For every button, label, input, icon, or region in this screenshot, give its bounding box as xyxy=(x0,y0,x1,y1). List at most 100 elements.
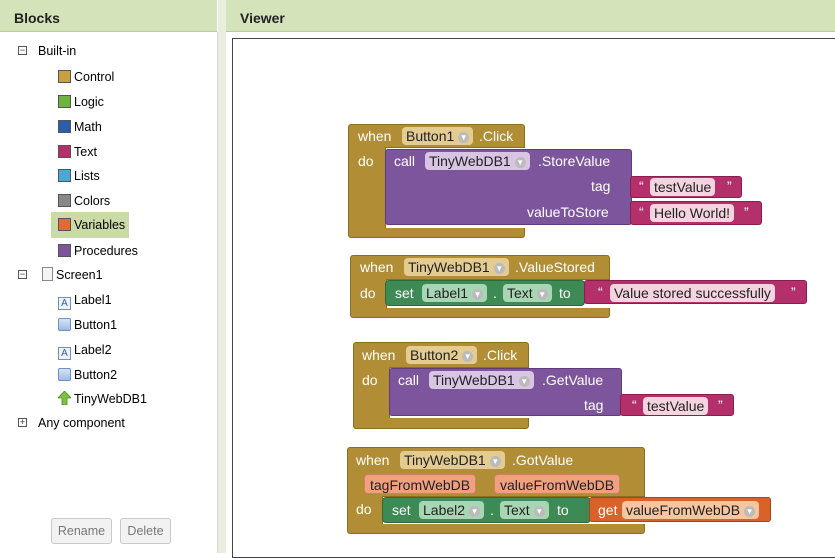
collapse-screen1-toggle[interactable]: − xyxy=(18,269,27,279)
drawer-variables[interactable]: Variables xyxy=(51,212,129,238)
component-button1[interactable]: Button1 xyxy=(58,315,117,335)
button-icon xyxy=(58,318,71,331)
property-dropdown[interactable]: Text▼ xyxy=(503,284,552,302)
text-value[interactable]: testValue xyxy=(643,397,709,415)
set-keyword: set xyxy=(395,285,414,301)
drawer-label: Math xyxy=(74,120,102,134)
when-keyword: when xyxy=(362,347,396,363)
variables-swatch-icon xyxy=(58,218,71,231)
dropdown-arrow-icon: ▼ xyxy=(489,456,501,467)
tree-item-label: Button2 xyxy=(74,368,118,382)
target-dropdown[interactable]: Label1▼ xyxy=(422,284,488,302)
text-value[interactable]: testValue xyxy=(650,178,716,196)
component-dropdown[interactable]: Button1▼ xyxy=(402,127,474,145)
set-block-label2-text[interactable] xyxy=(382,497,591,523)
event-name: .Click xyxy=(483,347,518,363)
tree-item-builtin[interactable]: Built-in xyxy=(38,44,77,58)
when-keyword: when xyxy=(360,259,394,275)
dropdown-arrow-icon: ▼ xyxy=(536,289,548,300)
expand-any-component-toggle[interactable]: + xyxy=(18,417,27,427)
drawer-math[interactable]: Math xyxy=(58,117,102,137)
dropdown-arrow-icon: ▼ xyxy=(533,506,545,517)
method-name: .StoreValue xyxy=(538,153,611,169)
close-quote: ” xyxy=(718,397,723,413)
dropdown-arrow-icon: ▼ xyxy=(493,263,505,274)
event-block-body xyxy=(348,147,386,229)
tree-item-label: TinyWebDB1 xyxy=(74,392,147,406)
drawer-label: Lists xyxy=(74,169,100,183)
text-swatch-icon xyxy=(58,145,71,158)
panel-divider[interactable] xyxy=(218,0,226,553)
drawer-label: Procedures xyxy=(74,244,138,258)
event-block-body xyxy=(350,279,387,309)
component-dropdown[interactable]: TinyWebDB1▼ xyxy=(404,258,509,276)
dropdown-value: Text xyxy=(507,285,533,301)
collapse-builtin-toggle[interactable]: − xyxy=(18,45,27,55)
dropdown-value: TinyWebDB1 xyxy=(429,153,511,169)
event-parameter[interactable]: valueFromWebDB xyxy=(494,474,621,494)
screen-icon xyxy=(42,267,53,281)
dropdown-value: TinyWebDB1 xyxy=(433,372,515,388)
control-swatch-icon xyxy=(58,70,71,83)
label-icon: A xyxy=(58,297,71,310)
method-name: .GetValue xyxy=(542,372,604,388)
text-value[interactable]: Value stored successfully xyxy=(610,284,775,302)
drawer-text[interactable]: Text xyxy=(58,142,97,162)
drawer-control[interactable]: Control xyxy=(58,67,114,87)
dropdown-value: Button1 xyxy=(406,128,455,144)
event-block-footer xyxy=(353,418,529,429)
open-quote: “ xyxy=(639,204,644,220)
drawer-procedures[interactable]: Procedures xyxy=(58,241,138,261)
call-keyword: call xyxy=(394,153,416,169)
dropdown-value: TinyWebDB1 xyxy=(404,452,486,468)
component-tinywebdb1[interactable]: TinyWebDB1 xyxy=(58,389,147,409)
property-dropdown[interactable]: Text▼ xyxy=(500,501,549,519)
lists-swatch-icon xyxy=(58,169,71,182)
component-button2[interactable]: Button2 xyxy=(58,365,117,385)
to-keyword: to xyxy=(557,502,569,518)
rename-button[interactable]: Rename xyxy=(51,518,112,544)
button-icon xyxy=(58,368,71,381)
drawer-colors[interactable]: Colors xyxy=(58,191,110,211)
event-parameter[interactable]: tagFromWebDB xyxy=(364,474,477,494)
dropdown-value: Label2 xyxy=(423,502,466,518)
get-keyword: get xyxy=(598,502,618,518)
text-value[interactable]: Hello World! xyxy=(650,204,734,222)
dropdown-arrow-icon: ▼ xyxy=(462,351,474,362)
close-quote: ” xyxy=(791,284,796,300)
dropdown-arrow-icon: ▼ xyxy=(472,289,484,300)
tree-item-any-component[interactable]: Any component xyxy=(38,416,125,430)
do-keyword: do xyxy=(358,153,374,169)
drawer-lists[interactable]: Lists xyxy=(58,166,100,186)
dropdown-arrow-icon: ▼ xyxy=(514,157,526,168)
tree-item-screen1[interactable]: Screen1 xyxy=(42,265,103,285)
drawer-logic[interactable]: Logic xyxy=(58,92,104,112)
tinywebdb-icon xyxy=(58,391,71,405)
dropdown-arrow-icon: ▼ xyxy=(518,376,530,387)
event-block-footer xyxy=(350,308,610,318)
dropdown-value: Button2 xyxy=(410,347,459,363)
label-icon: A xyxy=(58,347,71,360)
drawer-label: Text xyxy=(74,145,97,159)
target-dropdown[interactable]: Label2▼ xyxy=(419,501,485,519)
open-quote: “ xyxy=(639,178,644,194)
variable-dropdown[interactable]: valueFromWebDB▼ xyxy=(622,501,760,519)
open-quote: “ xyxy=(598,284,603,300)
logic-swatch-icon xyxy=(58,95,71,108)
tag-socket-label: tag xyxy=(591,178,611,194)
value-socket-label: valueToStore xyxy=(527,204,609,220)
target-dropdown[interactable]: TinyWebDB1▼ xyxy=(425,152,530,170)
component-dropdown[interactable]: TinyWebDB1▼ xyxy=(400,451,505,469)
viewer-panel-title: Viewer xyxy=(226,0,835,32)
math-swatch-icon xyxy=(58,120,71,133)
dropdown-value: Label1 xyxy=(426,285,469,301)
when-keyword: when xyxy=(356,452,390,468)
dropdown-value: valueFromWebDB xyxy=(626,502,741,518)
tree-item-label: Screen1 xyxy=(56,268,103,282)
event-block-footer xyxy=(347,524,645,534)
target-dropdown[interactable]: TinyWebDB1▼ xyxy=(429,371,534,389)
component-dropdown[interactable]: Button2▼ xyxy=(406,346,478,364)
delete-button[interactable]: Delete xyxy=(120,518,171,544)
